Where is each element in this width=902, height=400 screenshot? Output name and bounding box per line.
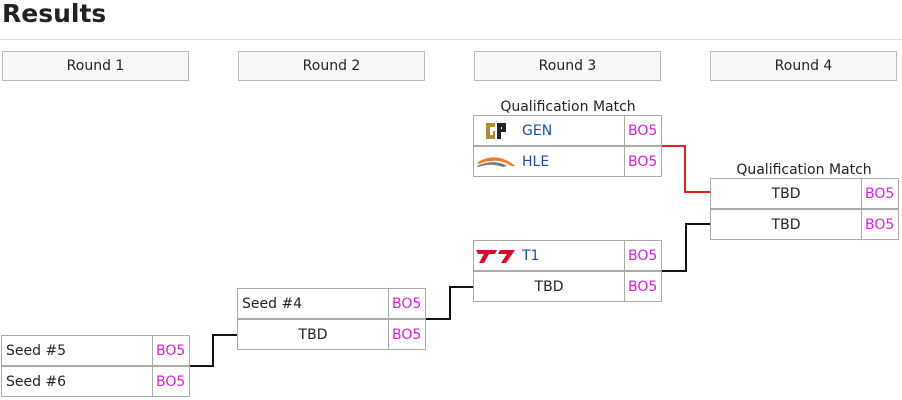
match-slot-hle[interactable]: HLE BO5: [473, 146, 662, 177]
team-name-gen[interactable]: GEN: [522, 122, 553, 139]
match-format-badge: BO5: [624, 116, 661, 145]
team-name-seed-5: Seed #5: [6, 342, 67, 359]
team-name-tbd: TBD: [298, 326, 328, 343]
page-title: Results: [2, 0, 107, 28]
title-divider: [0, 39, 902, 40]
hle-logo-icon: [474, 147, 518, 176]
match-format-badge: BO5: [152, 336, 189, 365]
match-format-badge: BO5: [152, 367, 189, 396]
match-slot-seed-6[interactable]: Seed #6 BO5: [1, 366, 190, 397]
round-3-header: Round 3: [474, 51, 661, 81]
round-4-header: Round 4: [710, 51, 897, 81]
team-name-tbd: TBD: [534, 278, 564, 295]
match-format-badge: BO5: [624, 241, 661, 270]
match-format-badge: BO5: [388, 320, 425, 349]
match-slot-seed-4[interactable]: Seed #4 BO5: [237, 288, 426, 319]
match-format-badge: BO5: [861, 210, 898, 239]
gen-logo-icon: [474, 116, 518, 145]
qualification-match-label: Qualification Match: [500, 99, 636, 115]
round-1-header: Round 1: [2, 51, 189, 81]
match-slot-gen[interactable]: GEN BO5: [473, 115, 662, 146]
match-format-badge: BO5: [624, 147, 661, 176]
match-slot-seed-5[interactable]: Seed #5 BO5: [1, 335, 190, 366]
team-name-tbd: TBD: [771, 185, 801, 202]
match-slot-t1[interactable]: T1 BO5: [473, 240, 662, 271]
team-name-seed-4: Seed #4: [242, 295, 303, 312]
match-slot-tbd[interactable]: TBD BO5: [710, 178, 899, 209]
t1-logo-icon: [474, 241, 518, 270]
match-slot-tbd[interactable]: TBD BO5: [473, 271, 662, 302]
match-format-badge: BO5: [624, 272, 661, 301]
connector-r2-r3: [425, 286, 474, 320]
connector-r3top-r4: [661, 145, 710, 193]
match-slot-tbd[interactable]: TBD BO5: [710, 209, 899, 240]
connector-r3bottom-r4: [661, 223, 710, 272]
team-name-t1[interactable]: T1: [522, 247, 540, 264]
team-name-seed-6: Seed #6: [6, 373, 67, 390]
qualification-match-label: Qualification Match: [736, 162, 872, 178]
team-name-hle[interactable]: HLE: [522, 153, 550, 170]
match-slot-tbd[interactable]: TBD BO5: [237, 319, 426, 350]
connector-r1-r2: [189, 334, 238, 367]
match-format-badge: BO5: [861, 179, 898, 208]
team-name-tbd: TBD: [771, 216, 801, 233]
match-format-badge: BO5: [388, 289, 425, 318]
round-2-header: Round 2: [238, 51, 425, 81]
